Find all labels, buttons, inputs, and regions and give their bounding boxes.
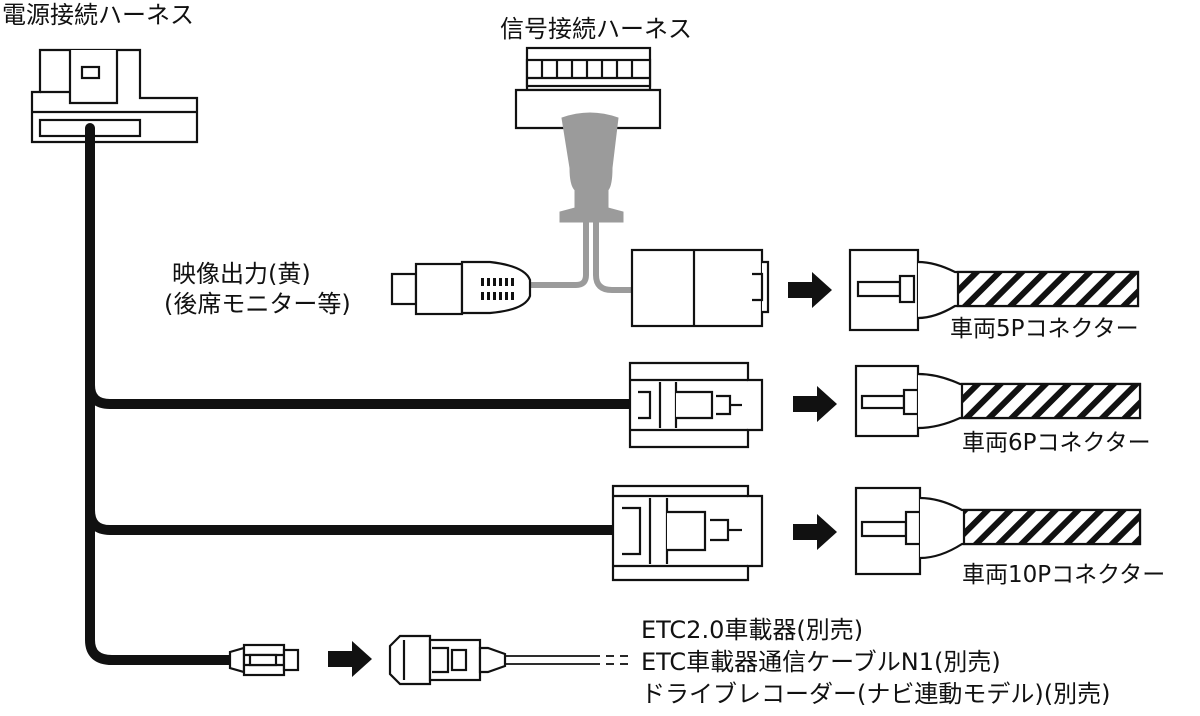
etc-cable-label: ETC車載器通信ケーブルN1(別売) [641,648,1001,676]
signal-harness-label: 信号接続ハーネス [500,15,692,43]
arrow-right-icon [793,514,837,550]
harness-6p-connector [628,361,764,449]
rca-video-plug [390,260,532,316]
vehicle-5p-label: 車両5Pコネクター [950,316,1139,342]
power-harness-connector [30,48,199,144]
harness-5p-connector [630,248,770,328]
arrow-right-icon [328,641,372,677]
etc-cable-lines [505,655,628,665]
vehicle-10p-label: 車両10Pコネクター [962,562,1166,588]
video-out-label: 映像出力(黄) [172,260,311,288]
etc-device-label: ETC2.0車載器(別売) [641,616,864,644]
power-trunk-cable [85,123,635,665]
video-out-sub-label: (後席モニター等) [164,290,351,318]
etc-cable-connector [388,634,507,686]
drive-recorder-label: ドライブレコーダー(ナビ連動モデル)(別売) [641,680,1111,708]
etc-harness-connector [228,643,300,677]
signal-harness-connector [514,46,662,130]
power-harness-label: 電源接続ハーネス [2,1,194,29]
signal-gray-cables [525,222,635,293]
arrow-right-icon [793,386,837,422]
vehicle-6p-label: 車両6Pコネクター [962,430,1151,456]
harness-10p-connector [611,484,764,582]
rca-grip-ribs [481,278,514,300]
vehicle-6p-connector [854,364,1142,438]
vehicle-10p-connector [854,486,1142,576]
signal-harness-boot [559,112,624,223]
arrow-right-icon [788,272,832,308]
vehicle-5p-connector [848,248,1140,332]
